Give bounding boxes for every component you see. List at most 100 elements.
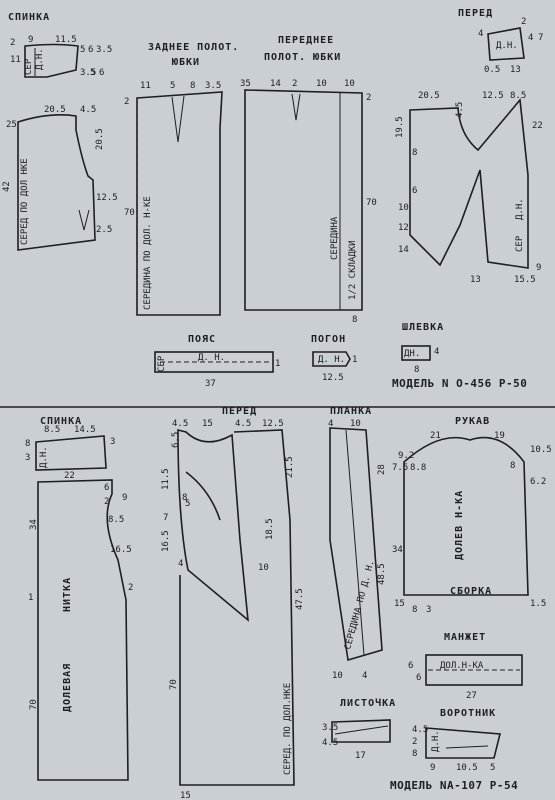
svg-text:6.2: 6.2 bbox=[530, 477, 546, 487]
m1-front-small: ПЕРЕД Д.Н. 4 2 4 7 0.5 13 bbox=[458, 8, 543, 75]
svg-text:8: 8 bbox=[412, 148, 417, 158]
m1-belt: ПОЯС Д. Н. СЕР 37 1 bbox=[154, 334, 280, 389]
svg-text:6: 6 bbox=[88, 45, 93, 55]
svg-text:ДОЛЕВАЯ: ДОЛЕВАЯ bbox=[62, 663, 73, 712]
svg-text:ПЕРЕД: ПЕРЕД bbox=[222, 406, 257, 417]
svg-text:5: 5 bbox=[170, 81, 175, 91]
svg-text:27: 27 bbox=[466, 691, 477, 701]
svg-text:НИТКА: НИТКА bbox=[62, 577, 73, 612]
svg-text:7: 7 bbox=[163, 513, 168, 523]
svg-text:ДОЛ.Н-КА: ДОЛ.Н-КА bbox=[440, 661, 484, 671]
svg-text:22: 22 bbox=[64, 471, 75, 481]
svg-text:20.5: 20.5 bbox=[418, 91, 440, 101]
svg-text:4.5: 4.5 bbox=[172, 419, 188, 429]
svg-text:4.5: 4.5 bbox=[455, 102, 465, 118]
svg-text:10: 10 bbox=[316, 79, 327, 89]
svg-text:8.8: 8.8 bbox=[410, 463, 426, 473]
svg-text:21: 21 bbox=[430, 431, 441, 441]
m2-collar: ВОРОТНИК Д.Н. 4.5 2 8 9 10.5 5 bbox=[412, 708, 502, 773]
svg-text:3: 3 bbox=[110, 437, 115, 447]
svg-text:20.5: 20.5 bbox=[95, 128, 105, 150]
svg-text:2: 2 bbox=[128, 583, 133, 593]
svg-text:4: 4 bbox=[328, 419, 333, 429]
m1-back-skirt: ЗАДНЕЕ ПОЛОТ. ЮБКИ 11 5 8 3.5 2 70 СЕРЕД… bbox=[124, 42, 238, 316]
svg-text:2: 2 bbox=[412, 737, 417, 747]
m1-spinka-title: СПИНКА bbox=[8, 12, 50, 23]
svg-text:5: 5 bbox=[90, 68, 95, 78]
svg-text:Д. Н.: Д. Н. bbox=[318, 355, 345, 365]
svg-text:15.5: 15.5 bbox=[514, 275, 536, 285]
svg-text:11.5: 11.5 bbox=[161, 468, 171, 490]
svg-text:3: 3 bbox=[426, 605, 431, 615]
svg-text:ПОЛОТ. ЮБКИ: ПОЛОТ. ЮБКИ bbox=[264, 52, 341, 63]
svg-text:0.5: 0.5 bbox=[484, 65, 500, 75]
svg-text:25: 25 bbox=[6, 120, 17, 130]
svg-text:1/2 СКЛАДКИ: 1/2 СКЛАДКИ bbox=[348, 240, 358, 300]
svg-text:19: 19 bbox=[494, 431, 505, 441]
svg-text:13: 13 bbox=[510, 65, 521, 75]
svg-text:Д.Н.: Д.Н. bbox=[496, 41, 518, 51]
m2-sleeve: РУКАВ 21 19 7.5 9.2 10.5 8.8 8 6.2 34 15… bbox=[392, 416, 552, 615]
svg-text:ПОЯС: ПОЯС bbox=[188, 334, 216, 345]
m1-spinka-yoke: СПИНКА 9 11.5 2 11 5 6 3.5 3.5 5 6 СЕР Д… bbox=[8, 12, 112, 78]
m1-epaulet: ПОГОН Д. Н. 12.5 1 bbox=[311, 334, 357, 383]
svg-text:Д.Н.: Д.Н. bbox=[39, 446, 49, 468]
svg-text:ПЕРЕДНЕЕ: ПЕРЕДНЕЕ bbox=[278, 35, 334, 46]
svg-text:8: 8 bbox=[414, 365, 419, 375]
svg-text:СЕРЕД ПО ДОЛ НКЕ: СЕРЕД ПО ДОЛ НКЕ bbox=[20, 158, 30, 245]
svg-text:ПОГОН: ПОГОН bbox=[311, 334, 346, 345]
svg-text:37: 37 bbox=[205, 379, 216, 389]
svg-text:8: 8 bbox=[190, 81, 195, 91]
svg-text:9: 9 bbox=[536, 263, 541, 273]
svg-text:2: 2 bbox=[292, 79, 297, 89]
svg-text:70: 70 bbox=[124, 208, 135, 218]
svg-text:СЕР: СЕР bbox=[157, 355, 167, 372]
svg-text:12.5: 12.5 bbox=[96, 193, 118, 203]
svg-text:5: 5 bbox=[490, 763, 495, 773]
svg-text:ВОРОТНИК: ВОРОТНИК bbox=[440, 708, 496, 719]
svg-text:7: 7 bbox=[538, 33, 543, 43]
svg-text:8.5: 8.5 bbox=[44, 425, 60, 435]
svg-text:2: 2 bbox=[104, 497, 109, 507]
svg-text:Д.Н.: Д.Н. bbox=[35, 48, 45, 70]
svg-text:9.2: 9.2 bbox=[398, 451, 414, 461]
svg-text:12: 12 bbox=[398, 223, 409, 233]
svg-text:16.5: 16.5 bbox=[110, 545, 132, 555]
svg-text:1: 1 bbox=[352, 355, 357, 365]
svg-text:12.5: 12.5 bbox=[322, 373, 344, 383]
svg-text:ЮБКИ: ЮБКИ bbox=[172, 57, 200, 68]
svg-text:16.5: 16.5 bbox=[161, 530, 171, 552]
svg-text:8: 8 bbox=[352, 315, 357, 325]
svg-text:6: 6 bbox=[408, 661, 413, 671]
m2-model-number: МОДЕЛЬ NА-107 Р-54 bbox=[390, 779, 518, 792]
svg-text:19.5: 19.5 bbox=[395, 116, 405, 138]
svg-text:12.5: 12.5 bbox=[482, 91, 504, 101]
svg-text:ДОЛЕВ Н-КА: ДОЛЕВ Н-КА bbox=[454, 490, 465, 560]
svg-text:СЕР: СЕР bbox=[24, 58, 34, 75]
svg-text:6: 6 bbox=[416, 673, 421, 683]
svg-text:42: 42 bbox=[2, 181, 12, 192]
svg-text:14: 14 bbox=[270, 79, 281, 89]
svg-text:4.5: 4.5 bbox=[412, 725, 428, 735]
svg-text:8: 8 bbox=[510, 461, 515, 471]
svg-text:ПЛАНКА: ПЛАНКА bbox=[330, 406, 372, 417]
svg-text:10: 10 bbox=[350, 419, 361, 429]
svg-text:3.5: 3.5 bbox=[205, 81, 221, 91]
svg-text:34: 34 bbox=[392, 545, 403, 555]
svg-text:4: 4 bbox=[178, 559, 183, 569]
svg-text:15: 15 bbox=[180, 791, 191, 800]
svg-text:14.5: 14.5 bbox=[74, 425, 96, 435]
svg-text:8.5: 8.5 bbox=[108, 515, 124, 525]
svg-text:11: 11 bbox=[140, 81, 151, 91]
svg-text:70: 70 bbox=[169, 679, 179, 690]
m1-back-bodice: 25 20.5 4.5 20.5 42 12.5 2.5 СЕРЕД ПО ДО… bbox=[2, 105, 118, 251]
svg-text:4.5: 4.5 bbox=[80, 105, 96, 115]
svg-text:11.5: 11.5 bbox=[55, 35, 77, 45]
svg-text:22: 22 bbox=[532, 121, 543, 131]
svg-text:4: 4 bbox=[528, 33, 533, 43]
svg-text:14: 14 bbox=[398, 245, 409, 255]
m2-back: СПИНКА 8.5 14.5 8 3 3 Д.Н. 22 6 2 9 8.5 … bbox=[25, 416, 133, 781]
svg-text:МАНЖЕТ: МАНЖЕТ bbox=[444, 632, 486, 643]
